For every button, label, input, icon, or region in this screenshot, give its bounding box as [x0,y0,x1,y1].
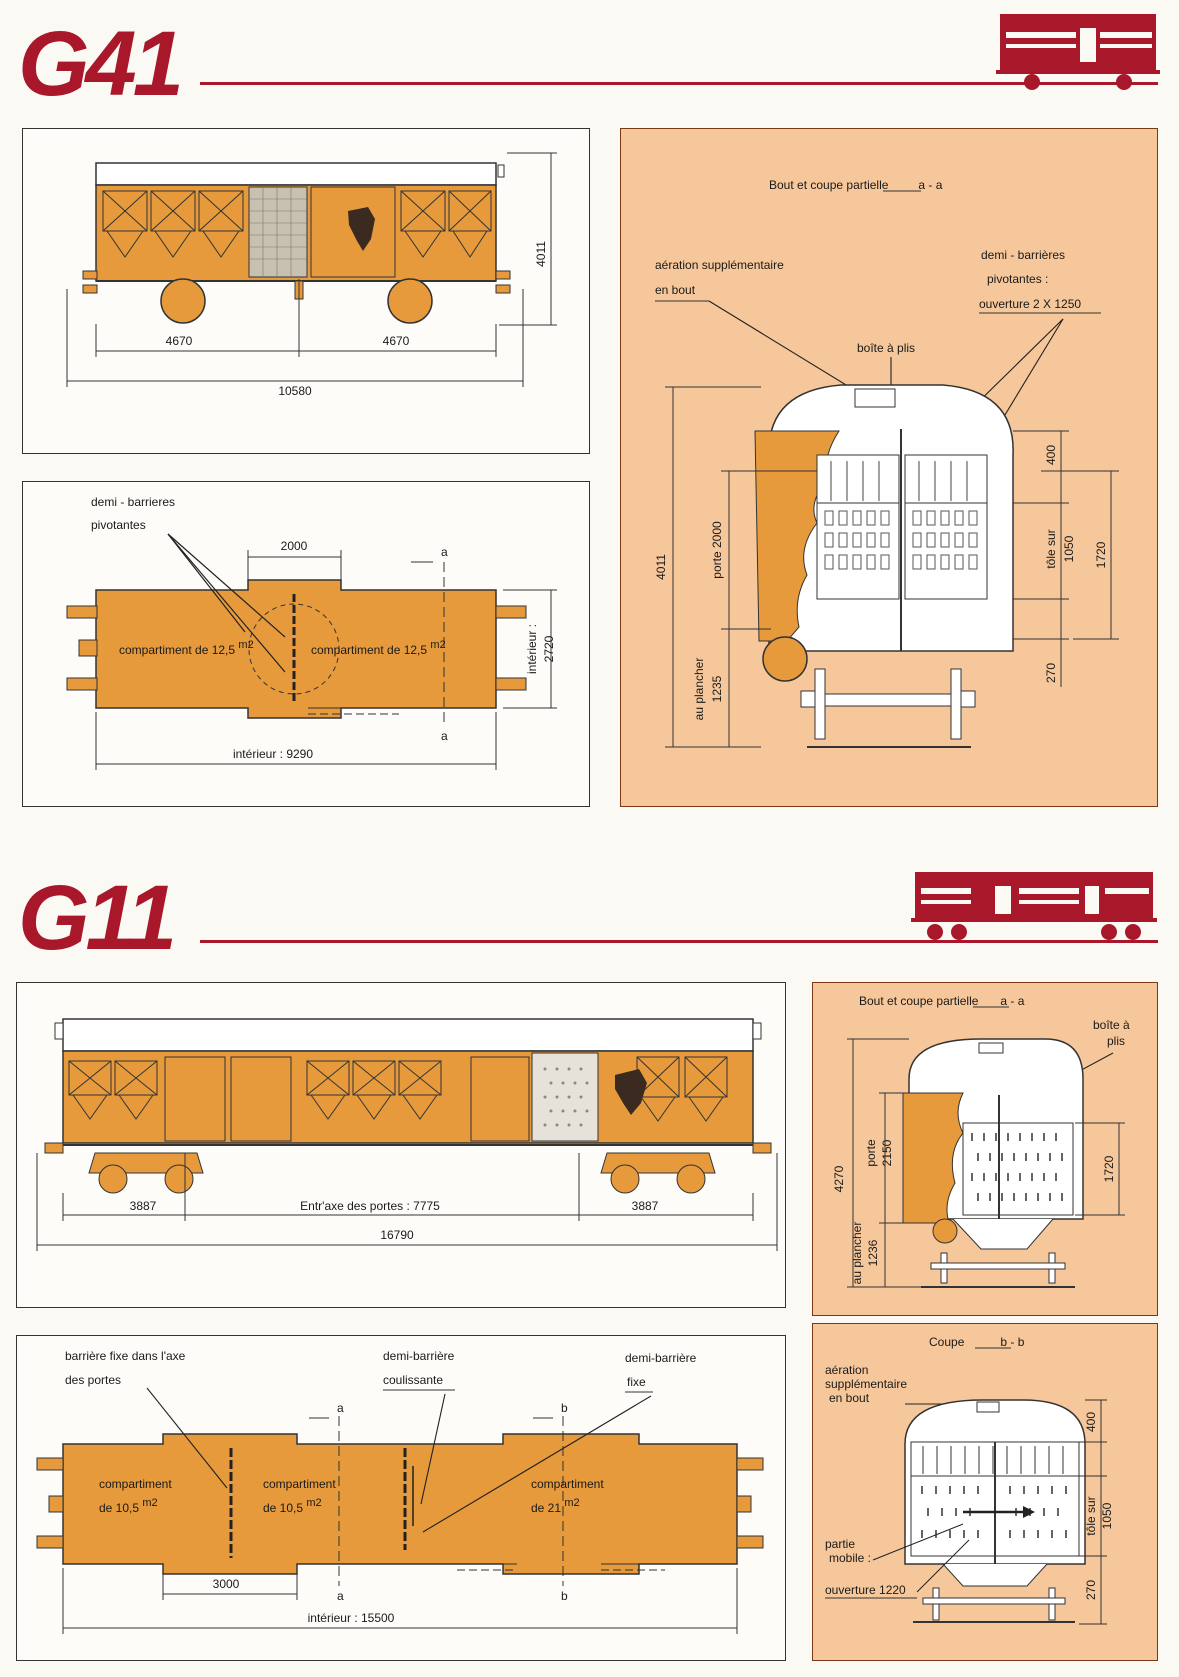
g11-plan-mark-b-bottom: b [561,1589,568,1603]
g11-plan-mark-b-top: b [561,1401,568,1415]
g11-plan-dim-door: 3000 [213,1577,240,1591]
g41-end-dim-sheet: 1050 [1062,535,1076,562]
g41-plan-interior-width: 2720 [542,635,556,662]
g41-side-dim-height: 4011 [534,241,548,267]
g41-side-view-panel: 4670 4670 10580 4011 [22,128,590,454]
g11-plan-comp2-line1: compartiment [263,1477,336,1491]
g11-plan-interior-length: intérieur : 15500 [308,1611,395,1625]
g41-end-opening: ouverture 2 X 1250 [979,297,1081,311]
g11-end-dim-height: 4270 [832,1165,846,1192]
g11-plan-comp1-line1: compartiment [99,1477,172,1491]
g11-cross-aeration-2: supplémentaire [825,1377,907,1391]
g11-plan-comp3-line2: de 21 m2 [531,1497,580,1515]
g41-side-dim-total: 10580 [278,384,312,398]
g11-plan-sliding-1: demi-barrière [383,1349,455,1363]
g41-end-label-door: porte 2000 [710,521,724,579]
g11-cross-dim-top: 400 [1084,1412,1098,1432]
g41-plan-section-mark-top: a [441,545,448,559]
g11-side-label-center: Entr'axe des portes : 7775 [300,1199,440,1213]
g41-plan-view-panel: demi - barrieres pivotantes 2000 a [22,481,590,807]
g41-side-dim-right: 4670 [383,334,410,348]
g41-end-dim-height: 4011 [654,554,668,580]
g41-side-view-drawing: 4670 4670 10580 4011 [66,152,557,398]
g41-end-aeration-1: aération supplémentaire [655,258,784,272]
g11-side-dim-total: 16790 [380,1228,414,1242]
g41-end-dim-top: 400 [1044,445,1058,465]
g41-plan-section-mark-bottom: a [441,729,448,743]
g11-plan-view-panel: barrière fixe dans l'axe des portes demi… [16,1335,786,1661]
g11-plan-comp1-line2: de 10,5 m2 [99,1497,158,1515]
g41-end-box: boîte à plis [857,341,915,355]
g11-plan-fixed-axis-2: des portes [65,1373,121,1387]
g11-plan-half-fixed-1: demi-barrière [625,1351,697,1365]
g11-side-view-drawing: 3887 Entr'axe des portes : 7775 3887 167… [36,1018,778,1251]
g11-side-dim-left: 3887 [130,1199,157,1213]
g11-side-view-panel: 3887 Entr'axe des portes : 7775 3887 167… [16,982,786,1308]
g11-cross-mobile-2: mobile : [829,1551,871,1565]
g41-plan-interior-width-label: intérieur : [525,624,539,674]
g41-end-dim-floor: 1235 [710,675,724,702]
g41-end-dim-opening: 1720 [1094,541,1108,568]
g11-plan-comp2-line2: de 10,5 m2 [263,1497,322,1515]
g11-end-label-door: porte [864,1139,878,1167]
g11-plan-fixed-axis-1: barrière fixe dans l'axe [65,1349,186,1363]
g11-plan-view-drawing: barrière fixe dans l'axe des portes demi… [36,1349,764,1634]
g11-plan-mark-a-top: a [337,1401,344,1415]
g41-end-label-floor: au plancher [692,658,706,721]
g41-end-barriers-2: pivotantes : [987,272,1048,286]
g11-plan-mark-a-bottom: a [337,1589,344,1603]
g11-end-dim-door: 2150 [880,1139,894,1166]
g41-plan-compartment-right: compartiment de 12,5 m2 [311,639,446,657]
g41-plan-label-barriers-1: demi - barrieres [91,495,175,509]
g11-end-box-1: boîte à [1093,1018,1130,1032]
g41-plan-interior-length: intérieur : 9290 [233,747,313,761]
g41-plan-dim-gap: 2000 [281,539,308,553]
title-rule-g41 [200,82,1158,85]
g11-plan-half-fixed-2: fixe [627,1375,646,1389]
g41-end-dim-bottom: 270 [1044,663,1058,683]
g11-cross-aeration-1: aération [825,1363,868,1377]
g41-end-barriers-1: demi - barrières [981,248,1065,262]
g11-side-dim-right: 3887 [632,1199,659,1213]
g11-cross-aeration-3: en bout [829,1391,870,1405]
g11-end-dim-floor: 1236 [866,1239,880,1266]
g11-cross-label-sheet: tôle sur [1084,1496,1098,1535]
g41-end-label-sheet: tôle sur [1044,529,1058,568]
g11-end-dim-opening: 1720 [1102,1155,1116,1182]
title-g11: G11 [18,867,177,969]
g11-cross-dim-bottom: 270 [1084,1580,1098,1600]
title-rule-g11 [200,940,1158,943]
g41-plan-label-barriers-2: pivotantes [91,518,146,532]
g41-plan-view-drawing: demi - barrieres pivotantes 2000 a [66,495,557,770]
g11-end-label-floor: au plancher [850,1222,864,1285]
g11-end-box-2: plis [1107,1034,1125,1048]
g41-end-aeration-2: en bout [655,283,696,297]
g11-cross-dim-sheet: 1050 [1100,1502,1114,1529]
g11-cross-opening: ouverture 1220 [825,1583,906,1597]
g41-plan-compartment-left: compartiment de 12,5 m2 [119,639,254,657]
g11-cross-mobile-1: partie [825,1537,855,1551]
g41-side-dim-left: 4670 [166,334,193,348]
g11-plan-sliding-2: coulissante [383,1373,443,1387]
g11-plan-comp3-line1: compartiment [531,1477,604,1491]
title-g41: G41 [18,13,184,115]
